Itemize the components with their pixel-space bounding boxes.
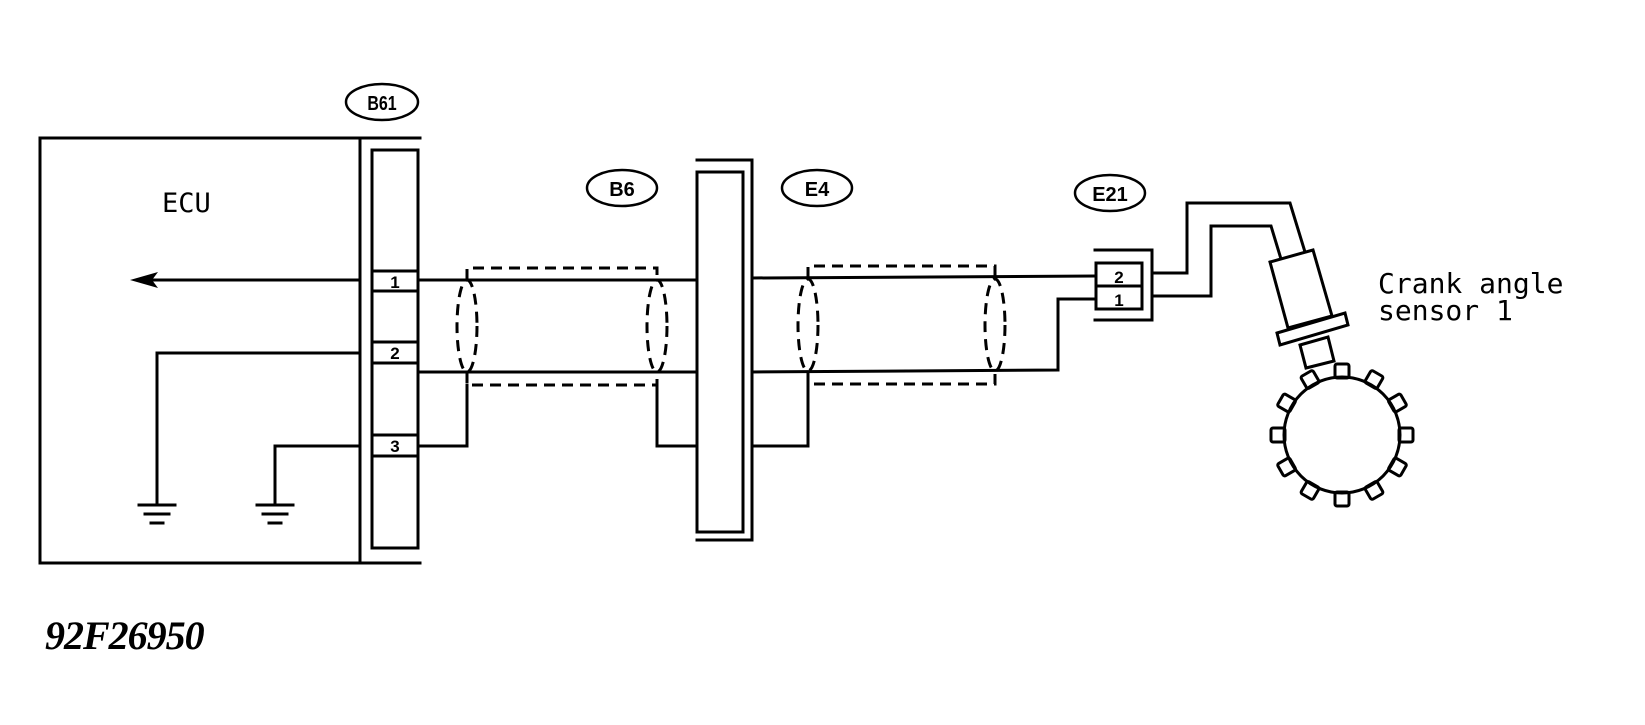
connector-b6-e4: B6 E4 (585, 158, 854, 542)
ecu-label: ECU (162, 188, 211, 219)
connector-b61: B61 1 2 3 (344, 82, 420, 550)
crank-rotor-icon (1269, 362, 1415, 508)
b61-pin-2: 2 (390, 344, 399, 363)
sensor-leads (1150, 201, 1307, 298)
ground-icon (137, 503, 177, 525)
sensor-label-line1: Crank angle (1378, 267, 1563, 300)
connector-e4-tag: E4 (805, 179, 830, 201)
b61-pin-3: 3 (390, 437, 399, 456)
b61-pin-1: 1 (390, 273, 399, 292)
sensor-label-line2: sensor 1 (1378, 294, 1513, 327)
connector-b61-tag: B61 (367, 92, 396, 114)
wire-harness-e4-e21 (750, 264, 1097, 448)
connector-b6-tag: B6 (609, 179, 635, 201)
ground-icon (255, 503, 295, 525)
crank-angle-sensor-icon (1268, 248, 1350, 370)
ecu-unit: ECU (38, 136, 422, 565)
e21-pin-2: 2 (1114, 268, 1123, 287)
figure-number: 92F26950 (45, 613, 205, 658)
connector-e21-tag: E21 (1092, 184, 1128, 206)
wire-harness-b61-b6 (416, 266, 699, 448)
e21-pin-1: 1 (1114, 291, 1123, 310)
signal-arrow-icon (130, 272, 362, 288)
connector-e21: E21 2 1 (1073, 173, 1154, 322)
